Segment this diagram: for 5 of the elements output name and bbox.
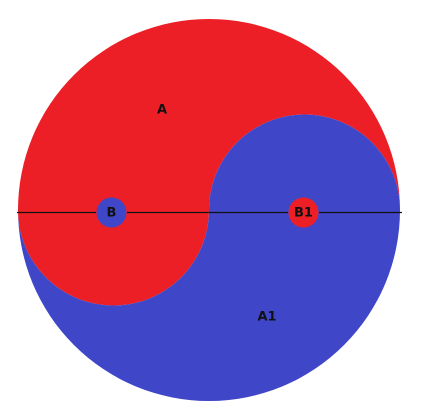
connector-line <box>127 212 288 214</box>
region-label: B1 <box>294 206 313 220</box>
region-label: A1 <box>257 310 277 324</box>
region-label: B <box>106 206 116 220</box>
region-label: A <box>156 102 168 118</box>
